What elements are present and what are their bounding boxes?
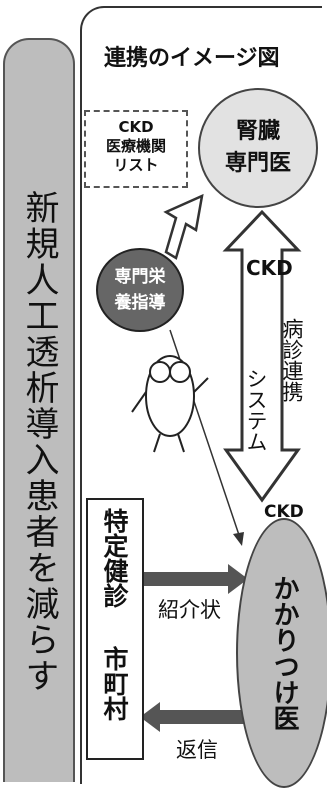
referral-arrow-head: [228, 564, 248, 594]
referral-letter-label: 紹介状: [158, 598, 221, 622]
reply-arrow-body: [160, 710, 244, 724]
system-label: システム: [244, 368, 268, 452]
specialist-line-1: 腎臓: [235, 119, 280, 144]
ckd-double-arrow: [222, 209, 302, 503]
nutrition-line-1: 専門栄: [114, 267, 166, 287]
banner-text: 新規人工透析導入患者を減らす: [19, 190, 59, 694]
ckd-list-line-3: リスト: [113, 156, 159, 174]
specialist-line-2: 専門医: [224, 151, 291, 176]
tokutei-kenshin-box: [86, 498, 144, 760]
nutrition-line-2: 養指導: [114, 293, 166, 313]
ckd-label-top: CKD: [246, 256, 293, 280]
municipality-label: 市町村: [100, 646, 129, 721]
panel-title: 連携のイメージ図: [104, 46, 280, 71]
family-doctor-label: かかりつけ医: [269, 575, 299, 731]
family-doctor-oval: かかりつけ医: [236, 518, 327, 788]
mascot-character: [131, 355, 209, 453]
specialist-circle: 腎臓 専門医: [198, 88, 318, 208]
ckd-list-line-1: CKD: [118, 118, 154, 136]
byoshin-renkei-label: 病診連携: [280, 318, 304, 402]
left-banner: [3, 38, 75, 782]
tokutei-kenshin-label: 特定健診: [100, 508, 129, 608]
referral-arrow-body: [144, 572, 228, 586]
reply-arrow-head: [140, 702, 160, 732]
ckd-label-bottom: CKD: [264, 502, 304, 522]
reply-label: 返信: [176, 738, 218, 762]
thin-arrow-head: [233, 532, 244, 546]
nutrition-guidance-circle: 専門栄 養指導: [96, 248, 184, 332]
nutrition-to-specialist-arrow: [163, 193, 204, 260]
ckd-list-box: CKD 医療機関 リスト: [84, 110, 188, 188]
ckd-list-line-2: 医療機関: [105, 137, 166, 155]
